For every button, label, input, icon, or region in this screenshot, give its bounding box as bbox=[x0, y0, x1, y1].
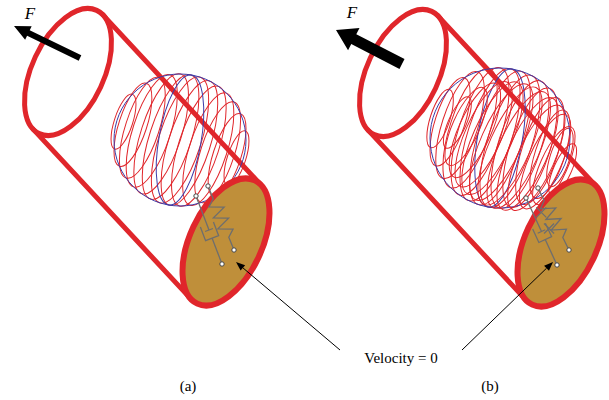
dashpot-rod bbox=[212, 238, 222, 264]
leader-line bbox=[243, 268, 340, 350]
latitude-ring bbox=[131, 68, 211, 205]
attachment-point bbox=[555, 263, 559, 267]
leader-line bbox=[462, 268, 547, 350]
spring-dashpot bbox=[524, 186, 571, 267]
dashpot-cup bbox=[200, 222, 218, 241]
dashpot-rod bbox=[545, 240, 557, 265]
attachment-point bbox=[206, 184, 210, 188]
spring bbox=[208, 186, 234, 250]
dashpot-rod bbox=[196, 196, 209, 230]
panel-label: (b) bbox=[481, 379, 499, 394]
force-label: F bbox=[347, 4, 357, 21]
end-cap bbox=[165, 165, 288, 319]
leader-arrowhead bbox=[544, 262, 553, 271]
dashpot-cup bbox=[533, 223, 552, 242]
boundary-note: Velocity = 0 bbox=[364, 351, 437, 366]
attachment-point bbox=[220, 262, 224, 266]
latitude-ring bbox=[450, 74, 535, 201]
attachment-point bbox=[524, 196, 528, 200]
attachment-point bbox=[536, 186, 540, 190]
cross-link bbox=[544, 223, 554, 233]
tube-wall bbox=[33, 129, 191, 299]
latitude-ring bbox=[438, 93, 477, 151]
latitude-ring bbox=[106, 79, 160, 171]
cross-link bbox=[536, 207, 546, 217]
great-circle bbox=[148, 71, 213, 208]
spring-dashpot bbox=[194, 184, 236, 266]
leader-arrowhead bbox=[236, 262, 245, 270]
end-cap bbox=[500, 166, 609, 320]
latitude-ring bbox=[444, 75, 524, 194]
attachment-point bbox=[567, 248, 571, 252]
force-arrow bbox=[14, 26, 81, 61]
force-label: F bbox=[25, 5, 35, 22]
attachment-point bbox=[232, 248, 236, 252]
dashpot-piston bbox=[205, 229, 213, 232]
force-arrow bbox=[336, 28, 405, 69]
latitude-ring bbox=[106, 91, 141, 151]
latitude-ring bbox=[437, 82, 496, 170]
panel-label: (a) bbox=[180, 379, 197, 394]
attachment-point bbox=[194, 194, 198, 198]
tube-wall bbox=[368, 130, 526, 300]
